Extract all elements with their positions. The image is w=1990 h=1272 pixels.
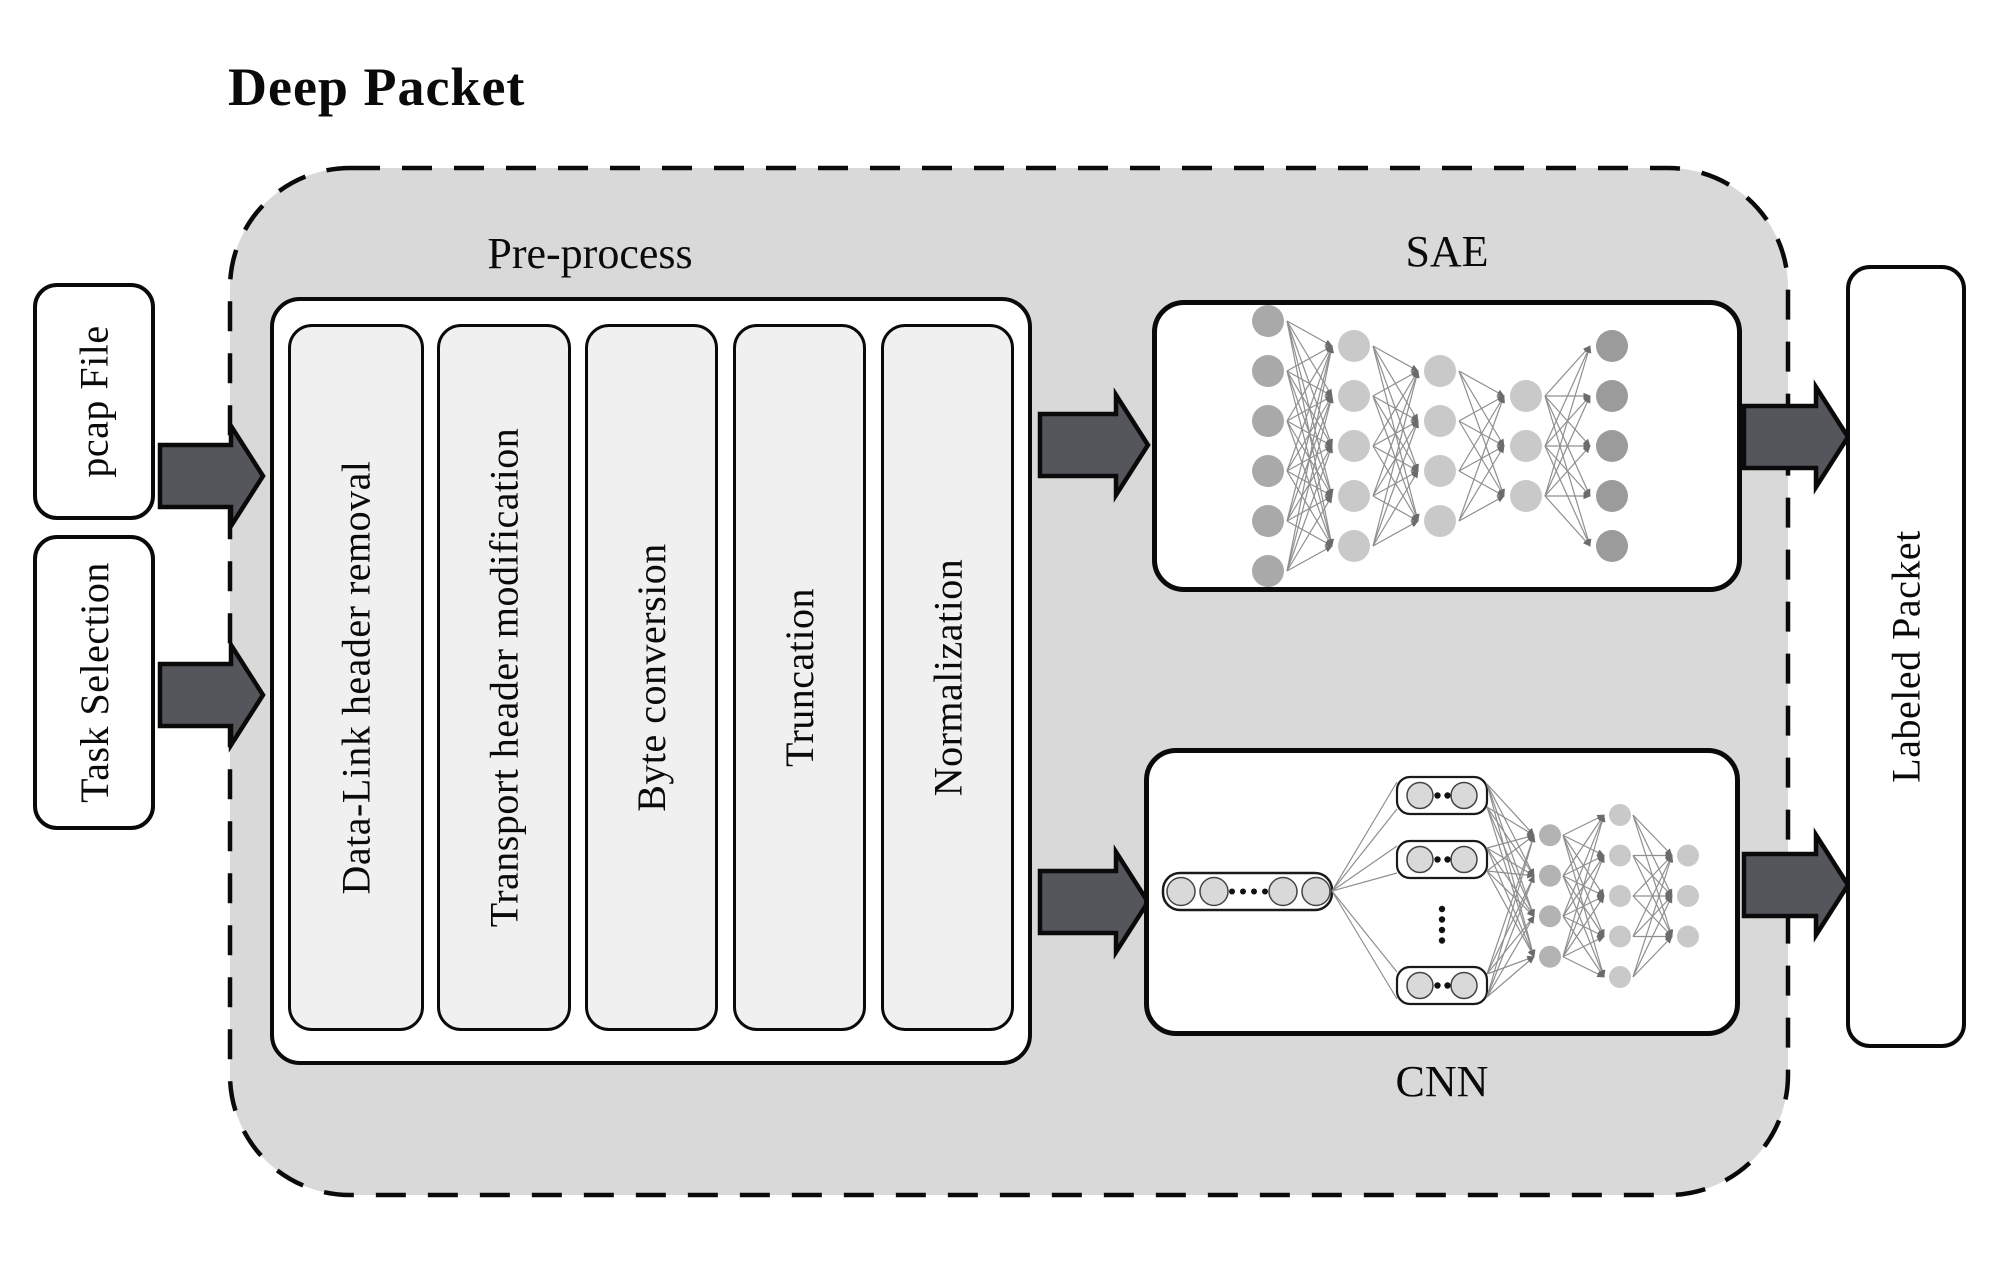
sae-network-drawing [1252,305,1628,587]
labeled-packet-box: Labeled Packet [1846,265,1966,1048]
cnn-input-circle [1301,876,1331,907]
step-label: Byte conversion [629,543,674,812]
cnn-dense-node [1609,885,1631,907]
sae-node [1424,405,1456,437]
step-label: Data-Link header removal [333,460,379,895]
cnn-conv-circle [1450,781,1478,810]
labeled-packet-label: Labeled Packet [1883,530,1929,783]
step-byte-conversion: Byte conversion [585,324,718,1031]
step-label: Truncation [777,587,822,768]
ellipsis-dot [1240,888,1246,895]
sae-node [1252,405,1284,437]
cnn-dense-node [1677,885,1699,907]
ellipsis-dot [1444,982,1451,989]
cnn-dense-node [1609,925,1631,948]
cnn-input-circle [1268,876,1298,907]
step-label: Transport header modification [481,427,527,928]
cnn-dense-node [1677,844,1699,867]
ellipsis-dot [1434,792,1441,799]
sae-node [1596,480,1628,512]
step-datalink-header-removal: Data-Link header removal [288,324,424,1031]
sae-node [1424,355,1456,387]
sae-network-box [1152,300,1742,592]
pcap-file-label: pcap File [71,325,117,478]
cnn-conv-circle [1450,971,1478,1000]
step-transport-header-modification: Transport header modification [437,324,571,1031]
cnn-dense-node [1677,925,1699,948]
cnn-input-circle [1166,876,1196,907]
arrow-task-to-preprocess-icon [157,637,266,753]
sae-node [1338,330,1370,362]
arrow-preprocess-to-sae-icon [1037,387,1151,503]
sae-node [1510,380,1542,412]
sae-node [1596,530,1628,562]
cnn-network-box [1144,748,1740,1036]
sae-node [1510,430,1542,462]
step-normalization: Normalization [881,324,1014,1031]
ellipsis-dot [1444,792,1451,799]
sae-node [1252,305,1284,337]
vertical-ellipsis-dot [1438,926,1446,934]
cnn-dense-node [1539,864,1561,887]
preprocess-label: Pre-process [487,229,693,278]
ellipsis-dot [1229,888,1235,895]
cnn-dense-node [1539,905,1561,928]
cnn-dense-node [1539,824,1561,847]
sae-node [1338,380,1370,412]
sae-node [1596,330,1628,362]
sae-edges [1286,320,1592,572]
sae-node [1596,380,1628,412]
arrow-preprocess-to-cnn-icon [1037,844,1151,960]
sae-nodes [1252,305,1628,587]
ellipsis-dot [1434,982,1441,989]
sae-node [1338,480,1370,512]
sae-node [1510,480,1542,512]
cnn-network-drawing [1161,775,1699,1006]
sae-node [1424,455,1456,487]
sae-node [1596,430,1628,462]
cnn-dense-node [1539,945,1561,968]
cnn-conv-circle [1406,781,1434,810]
vertical-ellipsis-dot [1438,916,1446,923]
cnn-conv-circle [1450,845,1478,874]
vertical-ellipsis-dot [1438,937,1446,944]
sae-node [1424,505,1456,537]
pcap-file-box: pcap File [33,283,155,520]
cnn-drawing [1161,775,1699,1006]
task-selection-box: Task Selection [33,535,155,830]
sae-label: SAE [1405,227,1489,276]
cnn-conv-circle [1406,971,1434,1000]
arrow-pcap-to-preprocess-icon [157,418,266,534]
sae-node [1252,555,1284,587]
step-label: Normalization [925,558,971,797]
sae-node [1252,355,1284,387]
task-selection-label: Task Selection [71,562,117,803]
arrow-sae-to-labeled-icon [1741,379,1851,495]
sae-node [1338,530,1370,562]
cnn-dense-edges [1486,783,1674,998]
cnn-conv-circle [1406,845,1434,874]
cnn-dense-node [1609,966,1631,988]
step-truncation: Truncation [733,324,866,1031]
cnn-input-circle [1199,876,1229,907]
ellipsis-dot [1262,888,1268,895]
diagram-title: Deep Packet [228,57,526,117]
sae-node [1252,505,1284,537]
sae-node [1252,455,1284,487]
cnn-dense-node [1609,804,1631,826]
vertical-ellipsis-dot [1438,905,1446,913]
cnn-fan-edges [1331,781,1398,1000]
ellipsis-dot [1444,856,1451,863]
arrow-cnn-to-labeled-icon [1741,827,1851,943]
ellipsis-dot [1434,856,1441,863]
cnn-dense-nodes [1539,804,1699,988]
sae-node [1338,430,1370,462]
cnn-label: CNN [1395,1057,1489,1106]
cnn-dense-node [1609,844,1631,867]
ellipsis-dot [1251,888,1257,895]
